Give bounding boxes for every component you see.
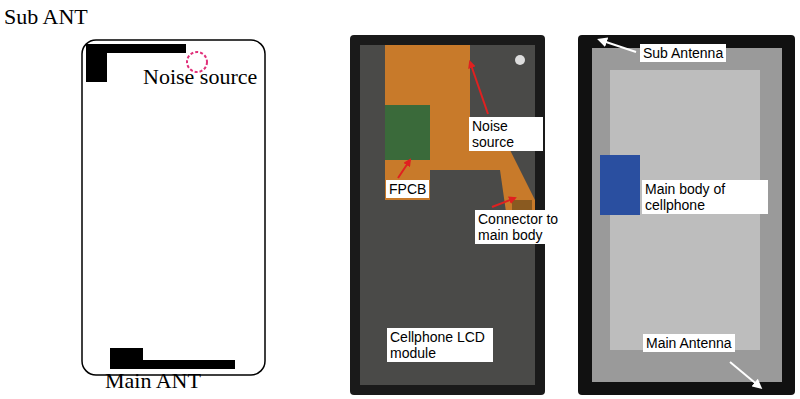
photo-callout: Connector to main body	[475, 210, 569, 244]
photo-callout: Main body of cellphone	[642, 180, 768, 214]
schematic-label: Main ANT	[105, 368, 201, 393]
phone-schematic	[82, 40, 265, 375]
photo-callout: Cellphone LCD module	[387, 328, 493, 362]
schematic-label: Noise source	[143, 64, 257, 89]
photo-callout: Noise source	[469, 117, 543, 151]
photo-callout: Main Antenna	[643, 334, 735, 352]
schematic-label: Sub ANT	[4, 4, 88, 29]
phone-frame-photo	[578, 35, 795, 395]
photo-callout: Sub Antenna	[640, 44, 726, 62]
photo-callout: FPCB	[386, 180, 429, 198]
